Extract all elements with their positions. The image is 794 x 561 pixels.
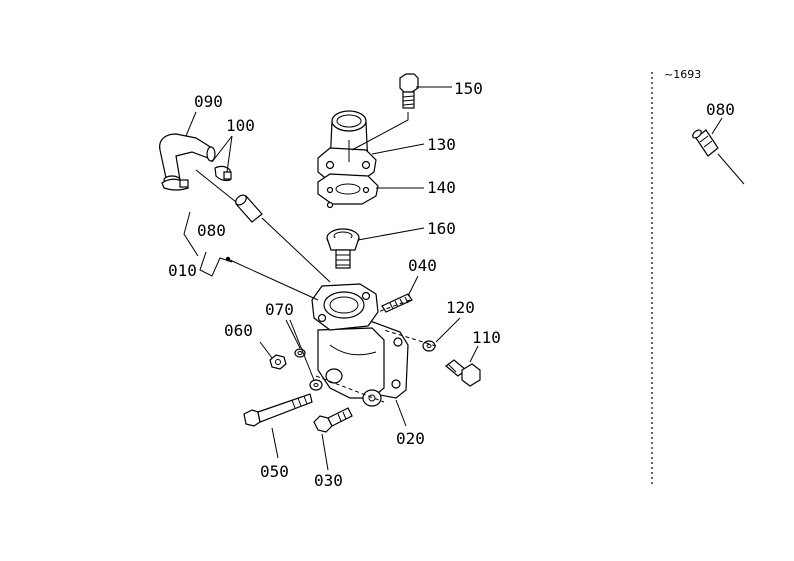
part-080-inset-connector xyxy=(692,129,719,157)
part-150-bolt xyxy=(399,73,419,109)
part-020-housing xyxy=(311,283,409,407)
part-160-thermostat xyxy=(326,228,360,269)
part-050-long-bolt xyxy=(243,393,313,427)
label-050: 050 xyxy=(260,462,289,481)
part-120-washer xyxy=(422,340,436,352)
label-100: 100 xyxy=(226,116,255,135)
leader-lines xyxy=(183,86,745,471)
part-140-gasket xyxy=(317,173,379,209)
label-070: 070 xyxy=(265,300,294,319)
label-010: 010 xyxy=(168,261,197,280)
label-120: 120 xyxy=(446,298,475,317)
part-090-hose xyxy=(159,133,216,185)
label-160: 160 xyxy=(427,219,456,238)
part-080-connector xyxy=(235,194,263,223)
label-090: 090 xyxy=(194,92,223,111)
label-020: 020 xyxy=(396,429,425,448)
part-110-plug xyxy=(445,359,481,387)
part-100-clamps xyxy=(161,165,232,191)
label-130: 130 xyxy=(427,135,456,154)
part-040-stud-bolt xyxy=(381,293,413,313)
part-130-outlet-pipe xyxy=(317,110,377,183)
label-030: 030 xyxy=(314,471,343,490)
label-150: 150 xyxy=(454,79,483,98)
label-040: 040 xyxy=(408,256,437,275)
label-110: 110 xyxy=(472,328,501,347)
label-080: 080 xyxy=(197,221,226,240)
label-140: 140 xyxy=(427,178,456,197)
part-030-bolt xyxy=(313,407,353,433)
part-060-nut xyxy=(269,354,287,370)
serial-note: ~1693 xyxy=(664,68,701,81)
label-080-inset: 080 xyxy=(706,100,735,119)
label-060: 060 xyxy=(224,321,253,340)
